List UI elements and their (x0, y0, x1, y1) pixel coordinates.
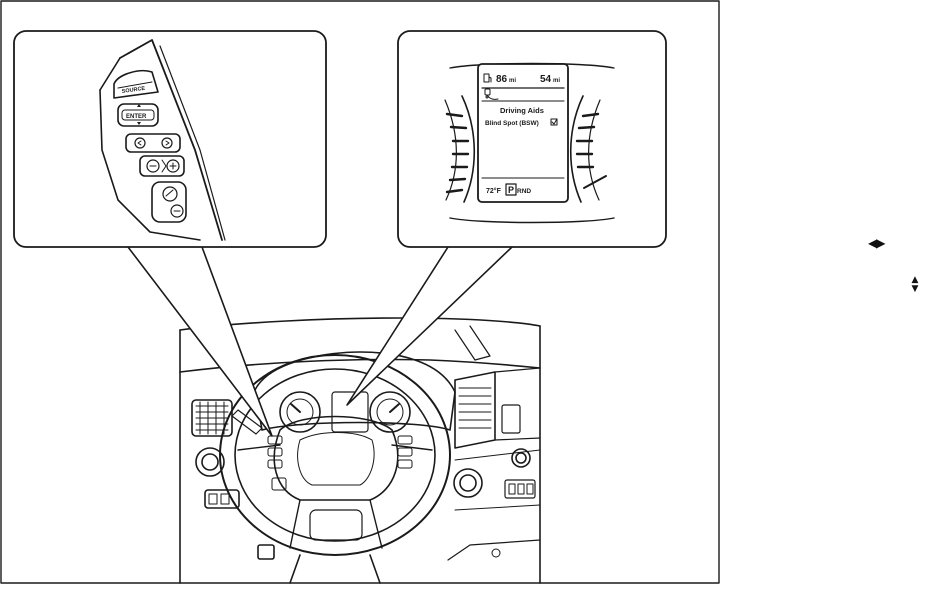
callout-pointers (127, 246, 513, 437)
enter-label: ENTER (126, 114, 147, 120)
headlight-knob (195, 447, 225, 477)
enter-button: ENTER (117, 103, 159, 127)
range-right-unit: mi (553, 78, 560, 84)
fuel-pump-icon (483, 73, 492, 83)
steering-wheel (219, 354, 451, 556)
steering-column (289, 554, 381, 584)
menu-title: Driving Aids (500, 106, 544, 115)
driving-aids-icon (484, 88, 499, 100)
left-lower-switches (204, 489, 275, 560)
left-gauge-arc (461, 95, 476, 203)
checkbox-checked-icon (550, 118, 558, 126)
up-arrow-icon: ▲ (911, 275, 919, 285)
left-stalk (231, 409, 263, 435)
gear-others: RND (517, 188, 531, 195)
gear-selected: P (508, 185, 514, 195)
center-stack (447, 325, 541, 561)
left-callout-pointer (127, 246, 273, 437)
meter-display-screen (477, 63, 569, 203)
meter-illustration: 86 mi 54 mi Driving Aids Blind Spot (BSW… (444, 62, 615, 224)
instrument-gauges (279, 391, 411, 433)
track-buttons (125, 133, 181, 153)
dashboard-top-edge (179, 317, 541, 331)
gear-selected-box (505, 183, 517, 196)
range-left-unit: mi (509, 78, 516, 84)
switch-panel-illustration: SOURCE ENTER (99, 39, 226, 241)
down-arrow-icon: ▼ (911, 284, 919, 294)
left-air-vent (191, 399, 233, 437)
steering-hub (273, 415, 399, 501)
source-button: SOURCE (113, 69, 159, 99)
volume-buttons (139, 155, 185, 177)
left-right-arrows-icon: ◀▶ (868, 236, 885, 250)
right-gauge-needle (583, 175, 607, 189)
menu-item-blind-spot: Blind Spot (BSW) (485, 120, 539, 127)
right-gauge-arc (569, 95, 584, 203)
left-gauge-ticks (445, 112, 470, 194)
up-down-arrows-icon: ▲ ▼ (910, 276, 920, 294)
right-gauge-ticks (575, 112, 600, 169)
right-callout-pointer (346, 246, 513, 406)
phone-buttons (151, 181, 187, 223)
range-right-value: 54 (540, 74, 552, 85)
outside-temperature: 72°F (486, 187, 502, 195)
range-left-value: 86 (496, 74, 508, 85)
source-label: SOURCE (121, 86, 145, 95)
